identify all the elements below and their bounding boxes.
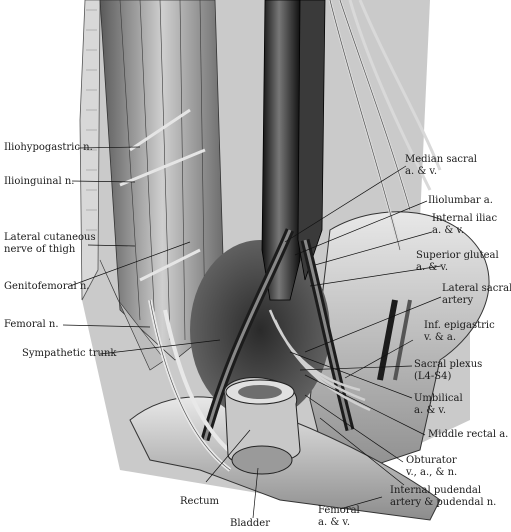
- label-iliohypogastric: Iliohypogastric n.: [4, 142, 93, 153]
- leader-lines: [62, 146, 442, 519]
- vena-cava: [297, 0, 326, 281]
- label-superior-gluteal: Superior gluteal a. & v.: [416, 250, 499, 273]
- label-median-sacral: Median sacral a. & v.: [405, 154, 477, 177]
- label-femoral-artery-vein: Femoral a. & v.: [318, 505, 360, 528]
- label-sacral-plexus: Sacral plexus (L4-S4): [414, 359, 483, 382]
- label-internal-iliac: Internal iliac a. & v.: [432, 213, 498, 236]
- label-bladder: Bladder: [230, 518, 271, 529]
- aorta: [261, 0, 301, 301]
- label-umbilical: Umbilical a. & v.: [414, 393, 463, 416]
- bladder: [231, 445, 293, 475]
- label-inf-epigastric: Inf. epigastric v. & a.: [424, 320, 495, 343]
- label-iliolumbar: Iliolumbar a.: [428, 195, 493, 206]
- label-sympathetic-trunk: Sympathetic trunk: [22, 348, 117, 359]
- label-lateral-sacral: Lateral sacral artery: [442, 283, 511, 306]
- label-internal-pudendal: Internal pudendal artery & pudendal n.: [390, 485, 497, 508]
- label-lateral-cutaneous: Lateral cutaneous nerve of thigh: [4, 232, 96, 255]
- label-genitofemoral: Genitofemoral n.: [4, 281, 90, 292]
- label-ilioinguinal: Ilioinguinal n.: [4, 176, 75, 187]
- label-femoral-nerve: Femoral n.: [4, 319, 59, 330]
- label-middle-rectal: Middle rectal a.: [428, 429, 509, 440]
- label-obturator: Obturator v., a., & n.: [406, 455, 458, 478]
- label-rectum: Rectum: [180, 496, 219, 507]
